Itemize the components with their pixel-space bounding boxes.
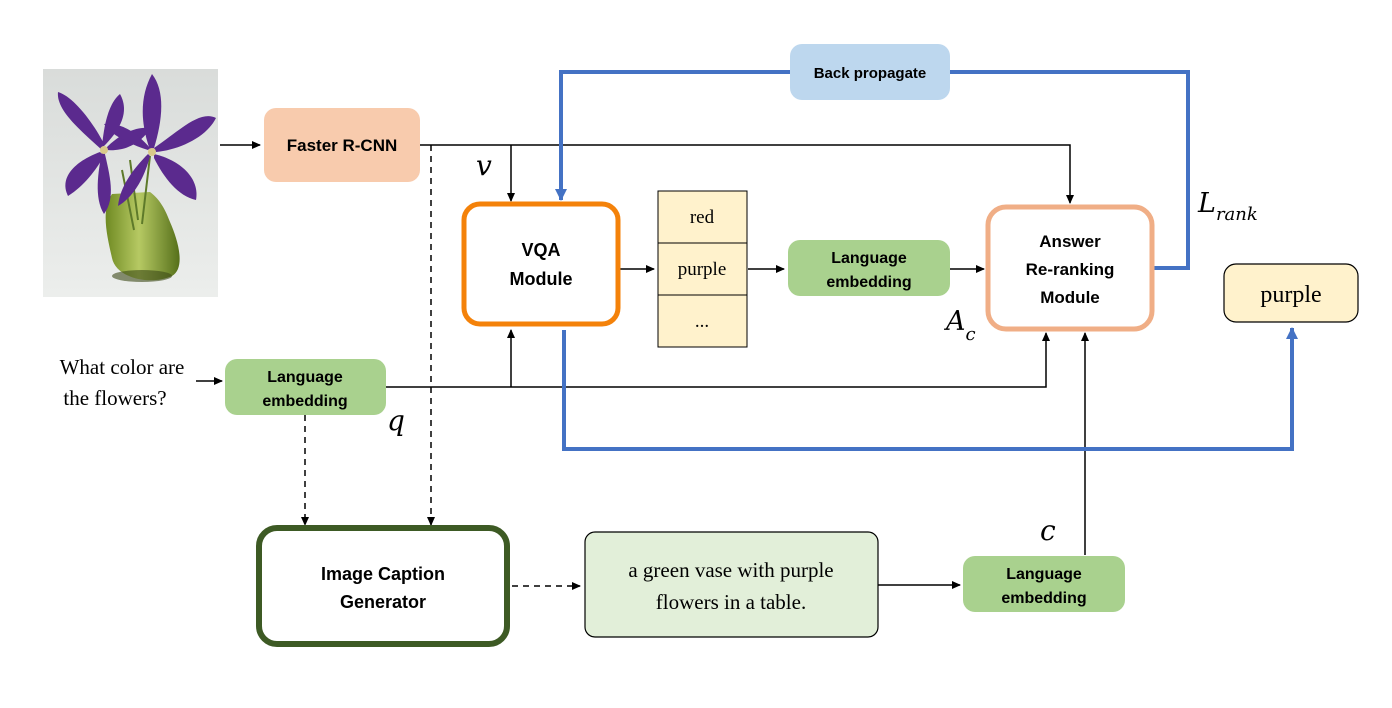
rerank-module-node: Answer Re-ranking Module <box>985 204 1155 332</box>
caption-generator-label-1: Image Caption <box>321 564 445 584</box>
symbol-l-rank-main: L <box>1197 188 1216 219</box>
lang-emb-question-box <box>225 359 386 415</box>
lang-emb-answers-node: Language embedding <box>788 240 950 296</box>
arrow-rcnn-to-rerank <box>420 144 1074 204</box>
faster-rcnn-box <box>264 108 420 182</box>
back-propagate-node: Back propagate <box>790 44 950 100</box>
lang-emb-answers-label-2: embedding <box>826 274 911 291</box>
lang-emb-question-label-1: Language <box>267 369 343 386</box>
caption-generator-label-2: Generator <box>340 592 426 612</box>
lang-emb-answers-label-1: Language <box>831 250 907 267</box>
rerank-module-label-2: Re-ranking <box>1026 260 1115 279</box>
backprop-line-left <box>555 70 790 201</box>
caption-generator-box <box>256 525 510 647</box>
question-line-2: the flowers? <box>63 386 166 410</box>
symbol-a-c-sub: c <box>966 324 976 345</box>
output-box <box>1223 263 1359 323</box>
symbol-a-c: Ac <box>943 306 976 345</box>
arrow-q-to-rerank <box>386 332 1050 388</box>
faster-rcnn-node: Faster R-CNN <box>264 108 420 182</box>
vqa-module-label-1: VQA <box>521 240 560 260</box>
symbol-a-c-main: A <box>943 306 966 337</box>
flower-petals <box>57 74 216 214</box>
question-line-1: What color are <box>60 355 185 379</box>
caption-text-node: a green vase with purple flowers in a ta… <box>584 531 879 638</box>
caption-text-box <box>584 531 879 638</box>
connections <box>196 70 1298 590</box>
answer-candidate-1: purple <box>678 259 727 280</box>
lang-emb-answers-box <box>788 240 950 296</box>
answer-candidate-0: red <box>690 207 715 228</box>
vqa-to-output-line <box>562 327 1298 451</box>
symbol-l-rank: Lrank <box>1197 188 1258 225</box>
lang-emb-caption-box <box>963 556 1125 612</box>
vase-shape <box>105 192 180 281</box>
question-text: What color are the flowers? <box>60 355 185 410</box>
vqa-module-box <box>461 201 621 327</box>
caption-text-line-2: flowers in a table. <box>656 590 806 614</box>
input-image <box>43 69 218 297</box>
symbol-c: c <box>1040 514 1056 547</box>
vqa-module-node: VQA Module <box>461 201 621 327</box>
vqa-module-label-2: Module <box>510 269 573 289</box>
back-propagate-box <box>790 44 950 100</box>
rerank-module-label-3: Module <box>1040 288 1100 307</box>
symbol-q: q <box>387 404 405 437</box>
answer-candidates: red purple ... <box>657 190 748 348</box>
lang-emb-caption-label-2: embedding <box>1001 590 1086 607</box>
back-propagate-label: Back propagate <box>814 65 927 82</box>
lang-emb-question-node: Language embedding <box>225 359 386 415</box>
lang-emb-caption-node: Language embedding <box>963 556 1125 612</box>
symbol-v: v <box>476 149 492 182</box>
lang-emb-caption-label-1: Language <box>1006 566 1082 583</box>
output-label: purple <box>1260 282 1321 308</box>
caption-text-line-1: a green vase with purple <box>628 558 833 582</box>
rerank-module-box <box>985 204 1155 332</box>
lang-emb-question-label-2: embedding <box>262 393 347 410</box>
answer-candidate-2: ... <box>695 311 709 332</box>
symbol-l-rank-sub: rank <box>1216 204 1258 225</box>
rerank-module-label-1: Answer <box>1039 232 1101 251</box>
backprop-line-right <box>950 70 1190 270</box>
caption-generator-node: Image Caption Generator <box>256 525 510 647</box>
faster-rcnn-label: Faster R-CNN <box>287 136 398 155</box>
output-node: purple <box>1223 263 1359 323</box>
